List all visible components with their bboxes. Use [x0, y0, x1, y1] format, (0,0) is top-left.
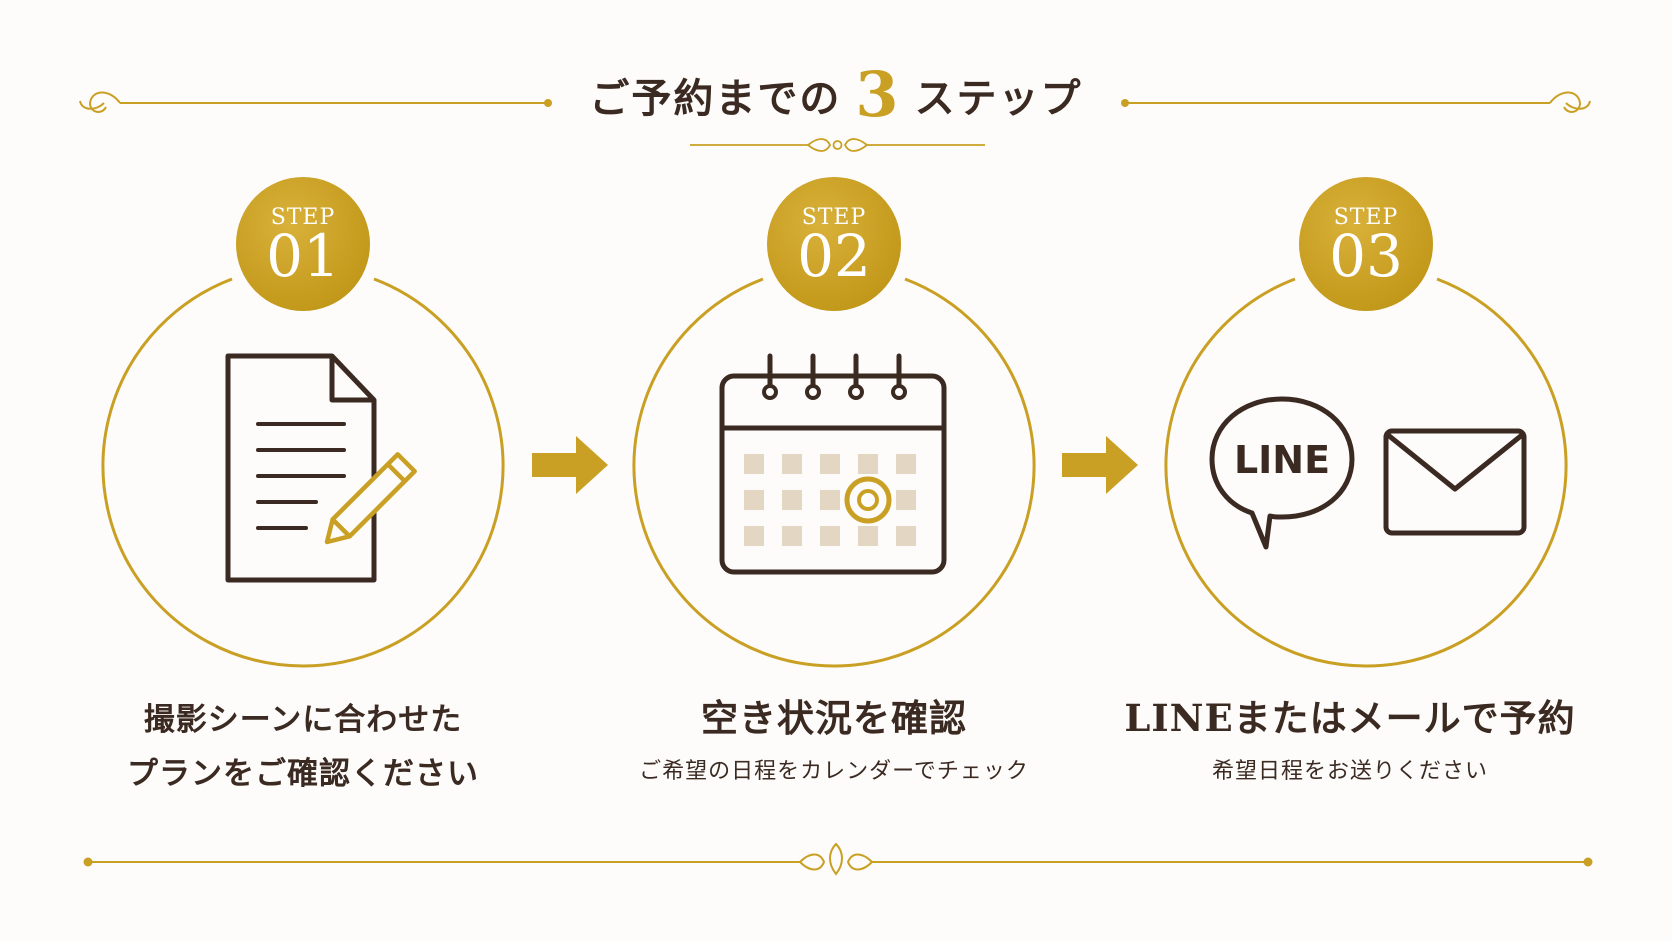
- step-badge-02: STEP 02: [767, 177, 901, 311]
- step-label: STEP: [270, 205, 336, 230]
- arrow-right-icon: [532, 436, 608, 494]
- line-and-mail-icon: LINE: [1209, 396, 1527, 550]
- step-badge-01: STEP 01: [236, 177, 370, 311]
- bottom-ornament-divider: [83, 842, 1593, 876]
- caption-sub: ご希望の日程をカレンダーでチェック: [639, 759, 1029, 784]
- top-ornament-divider: [79, 91, 1591, 113]
- title-prefix: ご予約までの: [589, 75, 842, 122]
- page-title: ご予約までの 3 ステップ: [0, 60, 1672, 130]
- caption-sub: 希望日程をお送りください: [1211, 759, 1488, 784]
- step-badge-03: STEP 03: [1299, 177, 1433, 311]
- step-circles: [101, 277, 1568, 668]
- calendar-icon: [719, 353, 947, 575]
- title-underline-ornament: [690, 138, 985, 152]
- step-number: 02: [797, 222, 871, 290]
- step-caption-01: 撮影シーンに合わせた プランをご確認ください: [63, 693, 543, 801]
- step-number: 03: [1329, 222, 1403, 290]
- caption-line: 撮影シーンに合わせた: [143, 702, 463, 738]
- caption-main: LINEまたはメールで予約: [1124, 696, 1576, 740]
- line-logo-text: LINE: [1234, 438, 1330, 482]
- document-pencil-icon: [225, 353, 417, 583]
- title-step-count: 3: [855, 58, 901, 131]
- caption-main: 空き状況を確認: [701, 696, 967, 740]
- arrow-right-icon: [1062, 436, 1138, 494]
- step-caption-03: LINEまたはメールで予約 希望日程をお送りください: [1100, 692, 1600, 792]
- title-suffix: ステップ: [914, 75, 1083, 122]
- step-number: 01: [266, 222, 340, 290]
- step-label: STEP: [801, 205, 867, 230]
- step-caption-02: 空き状況を確認 ご希望の日程をカレンダーでチェック: [594, 692, 1074, 792]
- step-label: STEP: [1333, 205, 1399, 230]
- caption-line: プランをご確認ください: [127, 756, 479, 792]
